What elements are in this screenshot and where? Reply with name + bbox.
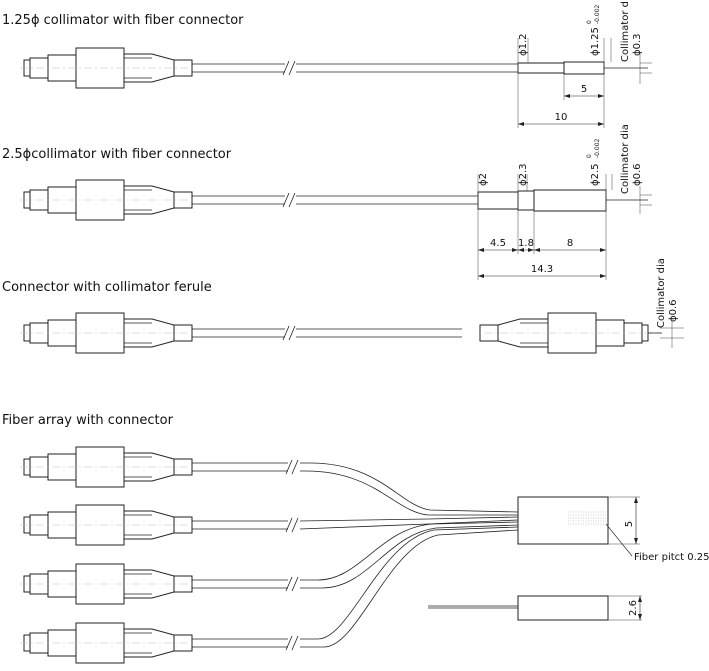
section-2-dim-c-tol-up: 0: [586, 154, 593, 158]
section-1-dimensions: [517, 38, 652, 128]
section-4-pitch-label: Fiber pitct 0.25: [634, 552, 709, 563]
section-2-length-total: 14.3: [531, 264, 553, 275]
section-4-pitch-leader: [605, 523, 633, 557]
section-2-dim-d-value: ϕ0.6: [632, 164, 643, 187]
section-1: 1.25ϕ collimator with fiber connector: [2, 0, 652, 128]
section-2-dim-c-tol-lo: -0.002: [594, 138, 601, 158]
section-1-dim-b-tol-up: 0: [586, 20, 593, 24]
section-1-dim-c-label: Collimator dia: [620, 0, 631, 62]
section-3-dim-label: Collimator dia: [656, 258, 667, 328]
section-2-collimator: [477, 189, 648, 212]
section-2-fiber: [192, 192, 478, 208]
section-1-length-total: 10: [555, 112, 568, 123]
svg-text:ϕ1.25: ϕ1.25: [590, 27, 601, 56]
section-4-fibers: [192, 459, 519, 651]
section-2-length-1: 4.5: [490, 238, 506, 249]
section-2-dim-b: ϕ2.3: [518, 164, 529, 187]
section-4-side-height: 2.6: [628, 600, 639, 616]
section-4: Fiber array with connector: [2, 413, 709, 664]
section-4-block-height-dim: [608, 496, 640, 545]
section-4-connector-3: [19, 563, 193, 605]
section-3-title: Connector with collimator ferule: [2, 280, 212, 295]
section-2-title: 2.5ϕcollimator with fiber connector: [2, 147, 232, 162]
section-4-connector-1: [19, 446, 193, 488]
section-1-dim-b-tol-lo: -0.002: [594, 4, 601, 24]
section-1-connector: [19, 47, 193, 89]
section-1-fiber: [192, 60, 518, 76]
section-3-dimensions: [660, 318, 684, 348]
section-2-dim-d-label: Collimator dia: [620, 124, 631, 194]
section-1-collimator: [517, 61, 648, 75]
section-4-side-view: [428, 595, 642, 621]
section-1-title: 1.25ϕ collimator with fiber connector: [2, 13, 244, 28]
section-3: Connector with collimator ferule Collima…: [2, 258, 684, 354]
section-2: 2.5ϕcollimator with fiber connector: [2, 124, 652, 280]
section-1-dim-b: ϕ1.25 0 -0.002: [586, 4, 601, 56]
svg-text:ϕ2.5: ϕ2.5: [590, 164, 601, 187]
section-4-connector-2: [19, 504, 193, 546]
section-3-connector-left: [19, 312, 193, 354]
section-3-fiber: [192, 325, 462, 341]
section-4-title: Fiber array with connector: [2, 413, 174, 428]
section-4-block-height: 5: [624, 521, 635, 527]
section-4-array-block: [517, 496, 609, 545]
section-3-connector-right: [479, 312, 653, 354]
section-3-dim-value: ϕ0.6: [668, 300, 679, 323]
section-2-length-3: 8: [567, 238, 573, 249]
section-1-length-short: 5: [581, 84, 587, 95]
section-1-dim-c-value: ϕ0.3: [632, 34, 643, 57]
section-2-length-2: 1.8: [518, 238, 534, 249]
section-2-dimensions: [477, 174, 652, 280]
section-4-connector-4: [19, 622, 193, 664]
section-1-dim-a: ϕ1.2: [518, 34, 529, 57]
section-2-dim-a: ϕ2: [478, 173, 489, 186]
section-2-dim-c: ϕ2.5 0 -0.002: [586, 138, 601, 186]
section-2-connector: [19, 179, 193, 221]
